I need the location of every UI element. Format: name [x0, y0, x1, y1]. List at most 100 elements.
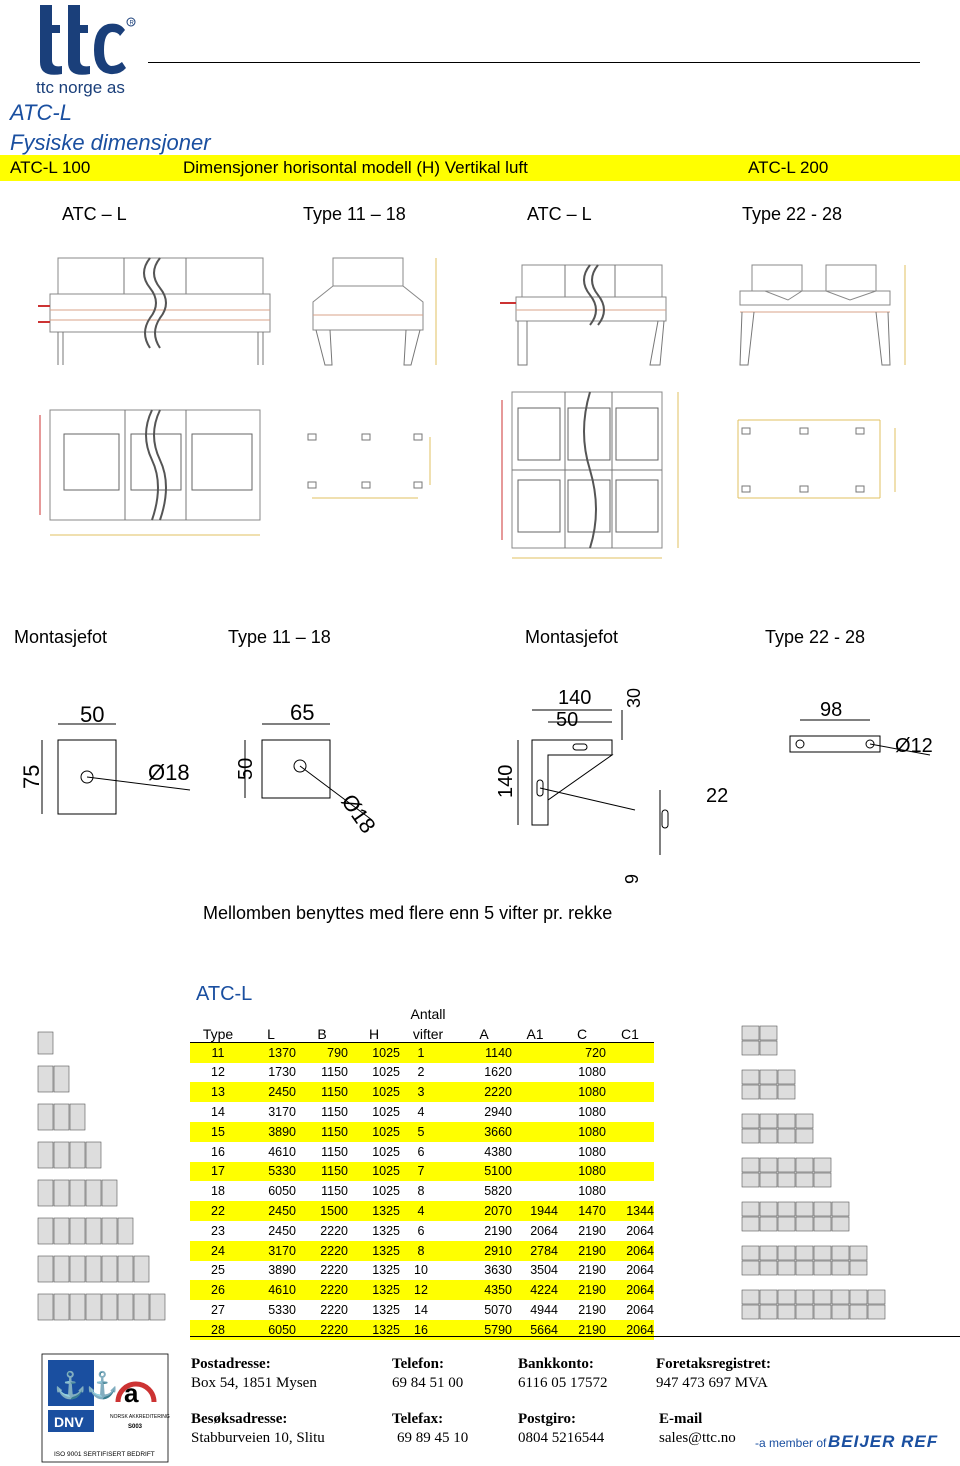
table-cell: 3504: [530, 1263, 558, 1278]
fan-cell: [53, 1293, 70, 1321]
table-cell: 4: [417, 1105, 425, 1120]
table-cell: 1370: [246, 1042, 296, 1063]
table-cell: 1025: [348, 1161, 400, 1182]
top-view-22-28: [501, 391, 679, 559]
ttc-logo: R: [40, 5, 136, 75]
table-cell: 6050: [268, 1184, 296, 1199]
table-cell: 1150: [296, 1121, 348, 1142]
table-cell: 27: [211, 1303, 225, 1318]
fan-cell: [813, 1172, 832, 1188]
dim-9: 9: [622, 874, 642, 884]
telefon-value: 69 84 51 00: [392, 1375, 464, 1391]
col-header-a1: A1: [512, 1022, 558, 1043]
table-cell: 1025: [372, 1065, 400, 1080]
fan-cell: [149, 1293, 166, 1321]
table-cell: 2940: [484, 1105, 512, 1120]
fan-cell: [777, 1201, 796, 1217]
table-cell: 1944: [512, 1201, 558, 1221]
table-cell: 1150: [321, 1144, 348, 1159]
iso-text: ISO 9001 SERTIFISERT BEDRIFT: [54, 1451, 155, 1458]
email-link[interactable]: sales@ttc.no: [659, 1430, 736, 1446]
bankkonto-label: Bankkonto:: [518, 1356, 594, 1372]
col-header-c1: C1: [606, 1022, 654, 1043]
telefon-label: Telefon:: [392, 1356, 444, 1372]
fan-cell: [813, 1201, 832, 1217]
mounting-feet-drawings: 50 75 Ø18 65 50 Ø18 140 50 30 140 22 9: [19, 687, 933, 884]
page-subtitle: Fysiske dimensjoner: [10, 130, 211, 155]
table-cell: 790: [296, 1042, 348, 1063]
table-cell: 5330: [268, 1303, 296, 1318]
table-cell: [606, 1121, 654, 1142]
dim-65: 65: [290, 700, 314, 725]
header-antall: Antall: [410, 1006, 446, 1022]
table-cell: 2220: [296, 1319, 348, 1340]
end-view-22-28: [739, 264, 906, 366]
fan-cell: [795, 1172, 814, 1188]
svg-text:a: a: [124, 1378, 139, 1408]
fan-cell: [37, 1065, 54, 1093]
table-cell: [512, 1121, 558, 1142]
postgiro-value: 0804 5216544: [518, 1430, 605, 1446]
top-view-11-18: [39, 409, 261, 536]
fan-cell: [795, 1289, 814, 1305]
table-cell: 1325: [372, 1223, 400, 1238]
table-cell: 1325: [348, 1280, 400, 1301]
table-cell: 12: [400, 1280, 456, 1301]
foot-3: 140 50 30 140 22 9: [495, 687, 728, 884]
table-cell: 1325: [372, 1263, 400, 1278]
fan-cell: [849, 1304, 868, 1320]
fan-cell: [101, 1255, 118, 1283]
bankkonto-value: 6116 05 17572: [518, 1375, 608, 1391]
table-cell: [606, 1142, 654, 1162]
table-cell: 10: [414, 1263, 428, 1278]
fan-cell: [37, 1031, 54, 1055]
table-cell: 1325: [348, 1240, 400, 1261]
drawing-label-type-1: Type 11 – 18: [303, 204, 406, 224]
col-header-c: C: [558, 1022, 606, 1043]
fan-cell: [831, 1260, 850, 1276]
table-cell: 5790: [456, 1319, 512, 1340]
postadresse-label: Postadresse:: [191, 1356, 271, 1372]
table-cell: 18: [211, 1184, 225, 1199]
table-cell: 2190: [484, 1223, 512, 1238]
table-cell: 2784: [512, 1240, 558, 1261]
table-cell: [512, 1082, 558, 1103]
telefax-label: Telefax:: [392, 1411, 444, 1427]
table-cell: 5100: [456, 1161, 512, 1182]
table-cell: 1150: [321, 1065, 348, 1080]
table-cell: 1325: [348, 1201, 400, 1221]
fan-cell: [37, 1103, 54, 1131]
fan-cell: [813, 1260, 832, 1276]
table-cell: 4944: [530, 1303, 558, 1318]
fan-cell: [69, 1217, 86, 1245]
table-cell: 2220: [320, 1263, 348, 1278]
fan-cell: [101, 1217, 118, 1245]
side-view-11-18: [38, 257, 271, 365]
table-cell: 1: [400, 1042, 456, 1063]
fan-cell: [37, 1141, 54, 1169]
fan-cell: [37, 1255, 54, 1283]
fan-cell: [813, 1289, 832, 1305]
fan-cell: [849, 1260, 868, 1276]
table-cell: 8: [400, 1240, 456, 1261]
table-cell: [512, 1142, 558, 1162]
table-cell: 5: [400, 1121, 456, 1142]
fan-cell: [777, 1113, 796, 1129]
fan-cell: [795, 1216, 814, 1232]
table-cell: 4380: [484, 1144, 512, 1159]
table-cell: 2220: [296, 1280, 348, 1301]
fan-cell: [37, 1217, 54, 1245]
besok-label: Besøksadresse:: [191, 1411, 288, 1427]
table-cell: [606, 1063, 654, 1083]
fan-cell: [759, 1289, 778, 1305]
beijer-ref-logo: BEIJER REF: [828, 1432, 939, 1451]
drawing-label-atcl-1: ATC – L: [62, 204, 127, 224]
